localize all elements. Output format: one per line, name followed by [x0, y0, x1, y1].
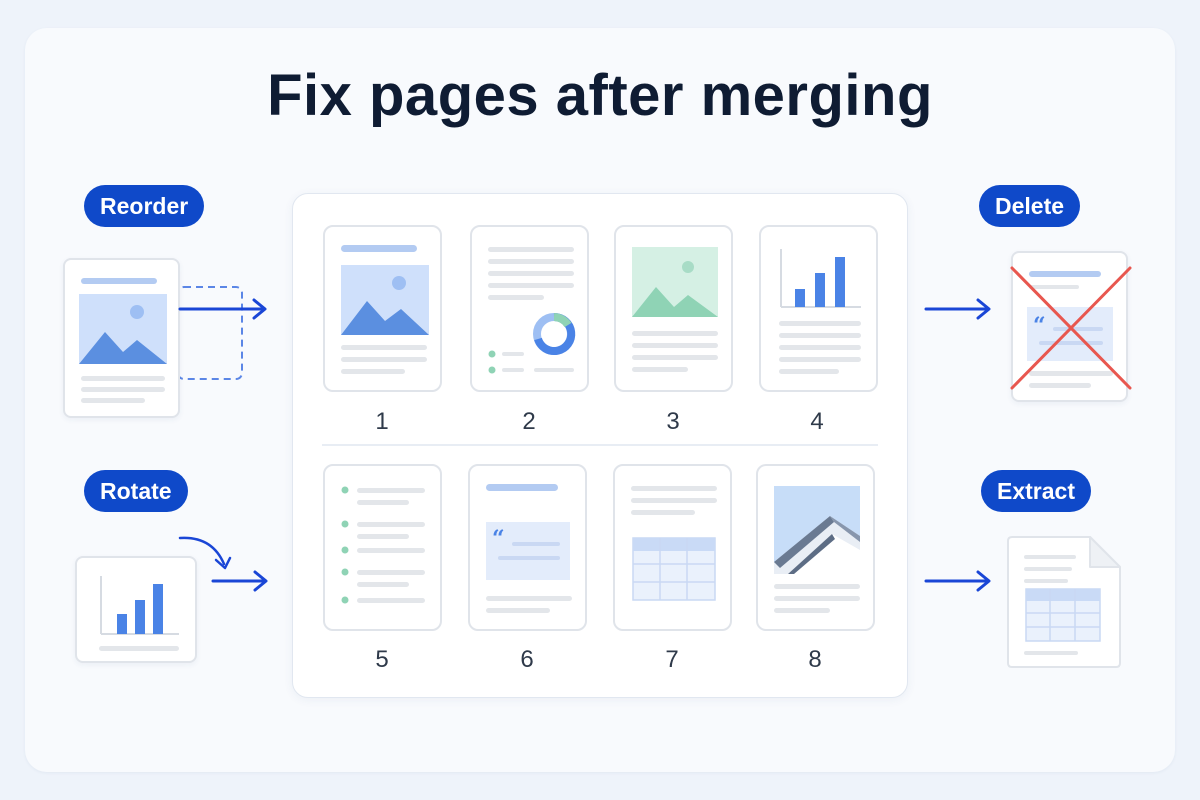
- page-thumb-1[interactable]: [323, 225, 442, 392]
- extract-label: Extract: [981, 470, 1091, 512]
- donut-chart-page-icon: [488, 247, 576, 374]
- building-photo-page-icon: [774, 486, 860, 613]
- page-number-5: 5: [375, 646, 389, 673]
- green-image-page-icon: [632, 247, 718, 372]
- page-number-2: 2: [522, 408, 536, 435]
- rotate-label: Rotate: [84, 470, 188, 512]
- row-divider: [322, 444, 878, 446]
- page-number-1: 1: [375, 408, 389, 435]
- delete-label: Delete: [979, 185, 1081, 227]
- reorder-dashed-frame: [177, 286, 243, 380]
- table-page-icon: [631, 486, 717, 601]
- reorder-page: [63, 258, 180, 418]
- rotate-page: [75, 556, 197, 663]
- quote-page-icon: “: [1027, 271, 1113, 388]
- rotate-curve-arrow-icon: [178, 536, 232, 570]
- page-number-3: 3: [666, 408, 680, 435]
- page-thumb-8[interactable]: [756, 464, 875, 631]
- extract-arrow-icon: [924, 570, 991, 592]
- page-thumb-4[interactable]: [759, 225, 878, 392]
- svg-text:“: “: [492, 526, 505, 552]
- cross-out-icon: [1010, 266, 1132, 390]
- image-page-icon: [79, 278, 167, 403]
- reorder-arrow-icon: [178, 298, 267, 320]
- page-thumb-6[interactable]: “: [468, 464, 587, 631]
- page-thumb-5[interactable]: [323, 464, 442, 631]
- image-page-icon: [341, 245, 429, 374]
- chart-page-icon: [99, 576, 179, 651]
- page-number-6: 6: [520, 646, 534, 673]
- table-page-icon: [1007, 536, 1121, 668]
- page-title: Fix pages after merging: [267, 63, 933, 128]
- extracted-page: [1007, 536, 1121, 668]
- quote-page-icon: “: [486, 484, 572, 613]
- page-number-4: 4: [810, 408, 824, 435]
- list-page-icon: [341, 486, 425, 604]
- page-number-7: 7: [665, 646, 679, 673]
- rotate-arrow-icon: [211, 570, 268, 592]
- chart-page-icon: [779, 249, 861, 374]
- reorder-label: Reorder: [84, 185, 205, 227]
- svg-text:“: “: [1033, 313, 1046, 339]
- page-thumb-2[interactable]: [470, 225, 589, 392]
- page-thumb-3[interactable]: [614, 225, 733, 392]
- page-number-8: 8: [808, 646, 822, 673]
- page-thumb-7[interactable]: [613, 464, 732, 631]
- delete-arrow-icon: [924, 298, 991, 320]
